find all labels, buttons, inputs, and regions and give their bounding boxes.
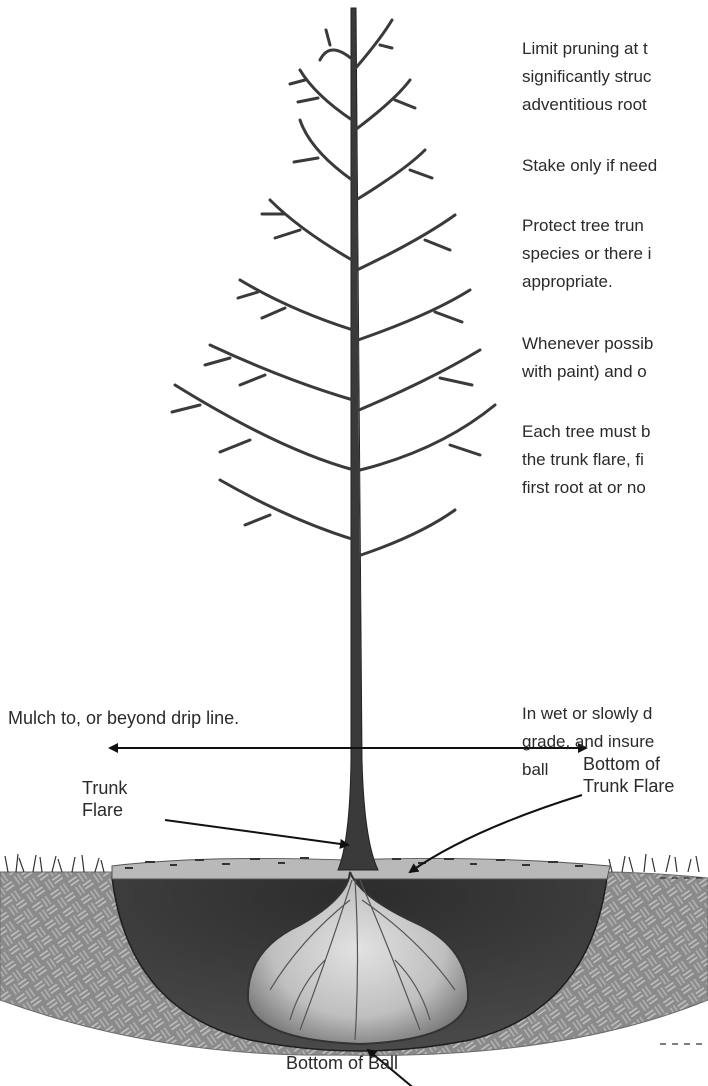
tree-trunk <box>338 8 378 870</box>
text-line: Limit pruning at t <box>522 35 651 63</box>
label-line: Trunk Flare <box>583 775 674 797</box>
text-line: Stake only if need <box>522 152 657 180</box>
paragraph-staking: Stake only if need <box>522 152 657 180</box>
label-line: Trunk <box>82 777 127 799</box>
text-line: In wet or slowly d <box>522 700 654 728</box>
bottom-of-ball-label: Bottom of Ball <box>286 1052 398 1074</box>
text-line: significantly struc <box>522 63 651 91</box>
text-line: Each tree must b <box>522 418 651 446</box>
text-line: the trunk flare, fi <box>522 446 651 474</box>
mulch-label: Mulch to, or beyond drip line. <box>8 707 239 729</box>
paragraph-whenever-possible: Whenever possib with paint) and o <box>522 330 653 386</box>
text-line: Whenever possib <box>522 330 653 358</box>
paragraph-protect-trunk: Protect tree trun species or there i app… <box>522 212 651 296</box>
trunk-flare-arrow <box>165 820 348 845</box>
text-line: species or there i <box>522 240 651 268</box>
label-line: Flare <box>82 799 127 821</box>
text-line: grade, and insure <box>522 728 654 756</box>
text-line: appropriate. <box>522 268 651 296</box>
text-line: Protect tree trun <box>522 212 651 240</box>
trunk-flare-label: Trunk Flare <box>82 777 127 821</box>
paragraph-each-tree: Each tree must b the trunk flare, fi fir… <box>522 418 651 502</box>
instructions-text: Limit pruning at t significantly struc a… <box>522 0 708 780</box>
bottom-trunk-flare-label: Bottom of Trunk Flare <box>583 753 674 797</box>
paragraph-pruning: Limit pruning at t significantly struc a… <box>522 35 651 119</box>
text-line: with paint) and o <box>522 358 653 386</box>
label-line: Bottom of <box>583 753 674 775</box>
text-line: first root at or no <box>522 474 651 502</box>
tree-branches <box>172 20 495 555</box>
text-line: adventitious root <box>522 91 651 119</box>
